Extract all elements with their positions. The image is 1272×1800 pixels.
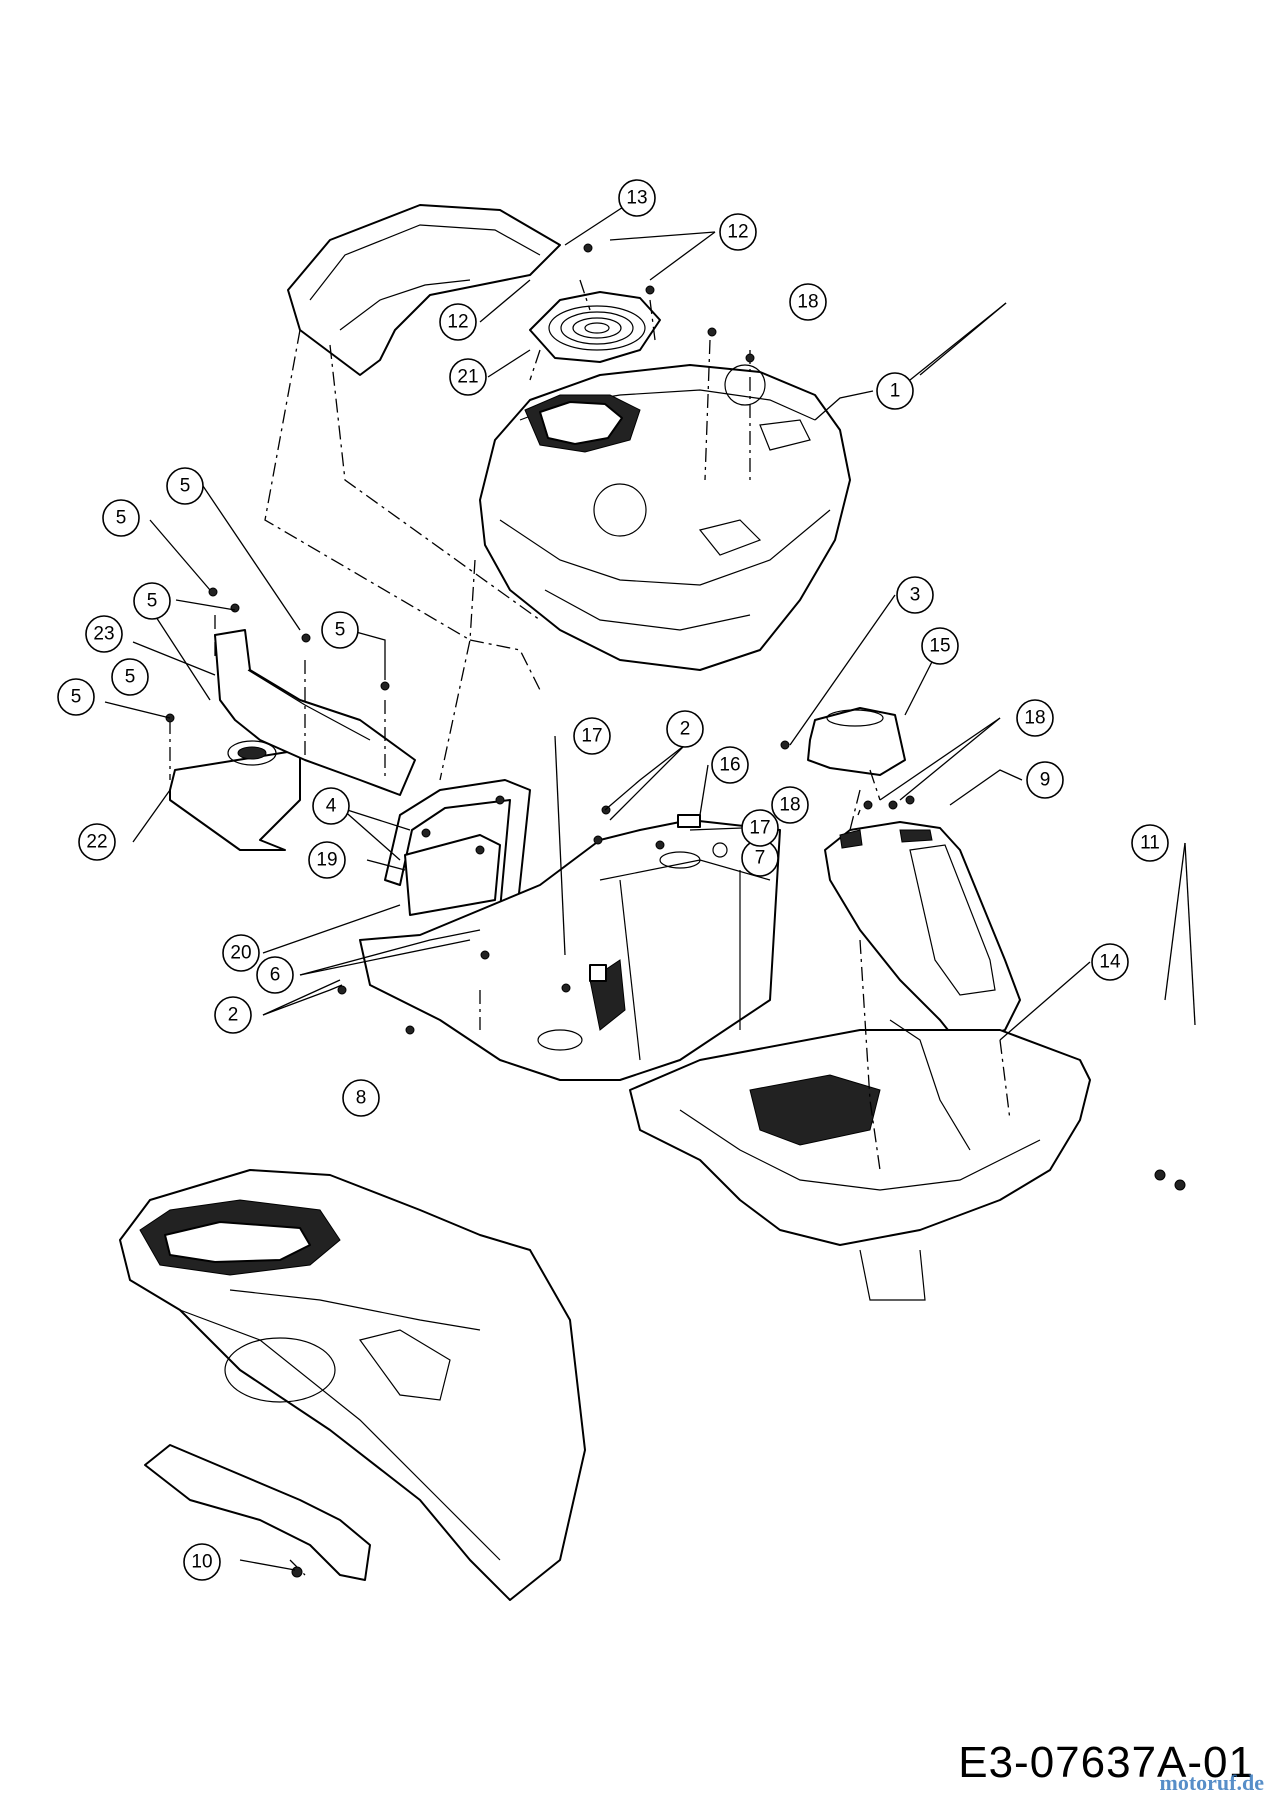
footboard-deck: [629, 1019, 1091, 1301]
svg-text:7: 7: [755, 848, 766, 869]
callout-12: 12: [719, 213, 757, 251]
callout-8: 8: [342, 1079, 380, 1117]
svg-text:8: 8: [356, 1088, 367, 1109]
svg-text:4: 4: [326, 796, 337, 817]
leader-lines: [104, 197, 1196, 1571]
svg-text:16: 16: [719, 755, 740, 776]
callout-12: 12: [439, 303, 477, 341]
part-22-plate: [169, 740, 301, 851]
svg-text:23: 23: [93, 624, 114, 645]
part-14-console: [824, 821, 1021, 1046]
callout-18: 18: [789, 283, 827, 321]
callout-9: 9: [1026, 761, 1064, 799]
part-1-body-shroud: [479, 364, 851, 671]
part-15-top-cap: [807, 707, 906, 776]
svg-text:5: 5: [71, 687, 82, 708]
callout-1: 1: [876, 372, 914, 410]
part-21-grille: [529, 291, 661, 363]
callout-5: 5: [57, 678, 95, 716]
svg-text:10: 10: [191, 1552, 212, 1573]
svg-text:20: 20: [230, 943, 251, 964]
callout-5: 5: [133, 582, 171, 620]
svg-text:18: 18: [1024, 708, 1045, 729]
svg-text:5: 5: [180, 476, 191, 497]
svg-text:17: 17: [581, 726, 602, 747]
svg-text:15: 15: [929, 636, 950, 657]
svg-text:2: 2: [228, 1005, 239, 1026]
callout-10: 10: [183, 1543, 221, 1581]
svg-text:1: 1: [890, 381, 901, 402]
drawing-number: E3-07637A-01: [958, 1738, 1254, 1787]
svg-text:21: 21: [457, 367, 478, 388]
assembly-lines: [169, 279, 1011, 1576]
callout-15: 15: [921, 627, 959, 665]
svg-text:2: 2: [680, 719, 691, 740]
callout-17: 17: [741, 809, 779, 847]
callout-23: 23: [85, 615, 123, 653]
callout-22: 22: [78, 823, 116, 861]
callout-11: 11: [1131, 824, 1169, 862]
svg-text:3: 3: [910, 585, 921, 606]
callout-20: 20: [222, 934, 260, 972]
lower-bracket: [144, 1444, 371, 1581]
watermark-logo: motoruf.de: [1159, 1770, 1264, 1795]
callout-21: 21: [449, 358, 487, 396]
callout-18: 18: [1016, 699, 1054, 737]
svg-text:22: 22: [86, 832, 107, 853]
svg-text:5: 5: [116, 508, 127, 529]
callout-6: 6: [256, 956, 294, 994]
callout-5: 5: [102, 499, 140, 537]
svg-text:9: 9: [1040, 770, 1051, 791]
svg-text:12: 12: [727, 222, 748, 243]
callout-18: 18: [771, 786, 809, 824]
hardware: [165, 243, 1186, 1578]
callout-16: 16: [711, 746, 749, 784]
lower-body-shroud: [119, 1169, 586, 1601]
callout-14: 14: [1091, 943, 1129, 981]
svg-text:6: 6: [270, 965, 281, 986]
svg-text:13: 13: [626, 188, 647, 209]
callout-13: 13: [618, 179, 656, 217]
svg-text:12: 12: [447, 312, 468, 333]
callout-5: 5: [321, 611, 359, 649]
part-23-bracket: [214, 629, 416, 796]
svg-text:18: 18: [779, 795, 800, 816]
part-13-rear-cover: [287, 204, 561, 376]
callout-19: 19: [308, 841, 346, 879]
callout-5: 5: [166, 467, 204, 505]
svg-text:19: 19: [316, 850, 337, 871]
callout-17: 17: [573, 717, 611, 755]
svg-text:11: 11: [1140, 833, 1160, 854]
callout-2: 2: [214, 996, 252, 1034]
callout-5: 5: [111, 658, 149, 696]
svg-text:5: 5: [125, 667, 136, 688]
svg-text:5: 5: [147, 591, 158, 612]
callout-4: 4: [312, 787, 350, 825]
svg-text:18: 18: [797, 292, 818, 313]
svg-text:14: 14: [1099, 952, 1121, 973]
svg-text:17: 17: [749, 818, 770, 839]
callout-3: 3: [896, 576, 934, 614]
svg-text:5: 5: [335, 620, 346, 641]
callout-2: 2: [666, 710, 704, 748]
